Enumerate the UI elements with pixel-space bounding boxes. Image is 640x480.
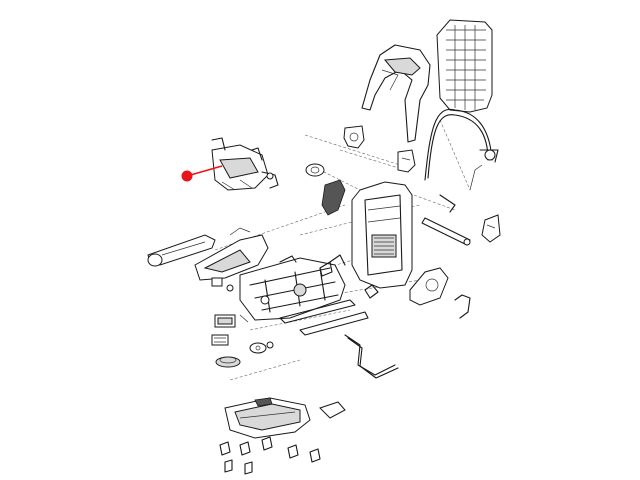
side-bolster xyxy=(321,179,346,216)
callout-marker[interactable] xyxy=(181,165,223,182)
recliner-rod xyxy=(421,194,471,246)
seat-back-panel xyxy=(436,19,493,113)
pivot-bushing xyxy=(249,341,274,354)
switch-housing xyxy=(214,314,249,328)
left-side-shield xyxy=(194,227,269,281)
bottom-clips xyxy=(219,436,321,475)
lower-track-rail xyxy=(279,299,369,336)
seat-control-module[interactable] xyxy=(211,137,279,191)
wire-harness xyxy=(424,108,499,191)
right-shield-cover xyxy=(409,267,449,306)
seat-cushion-pan xyxy=(224,397,311,439)
headrest-guide-right xyxy=(397,149,416,173)
mid-wire-bracket xyxy=(344,334,399,379)
lumbar-clip xyxy=(305,163,325,177)
track-fasteners xyxy=(211,261,379,299)
seat-back-trim xyxy=(361,44,431,143)
pan-side-plate xyxy=(319,401,346,419)
wire-connector xyxy=(211,334,229,346)
right-side-bracket xyxy=(481,214,501,243)
seat-track-assembly xyxy=(239,254,346,321)
headrest-guide-left xyxy=(343,125,365,149)
seat-back-frame xyxy=(351,181,413,289)
right-hook-clip xyxy=(454,294,471,319)
motor-cap xyxy=(215,356,241,368)
left-side-rail xyxy=(147,234,216,267)
